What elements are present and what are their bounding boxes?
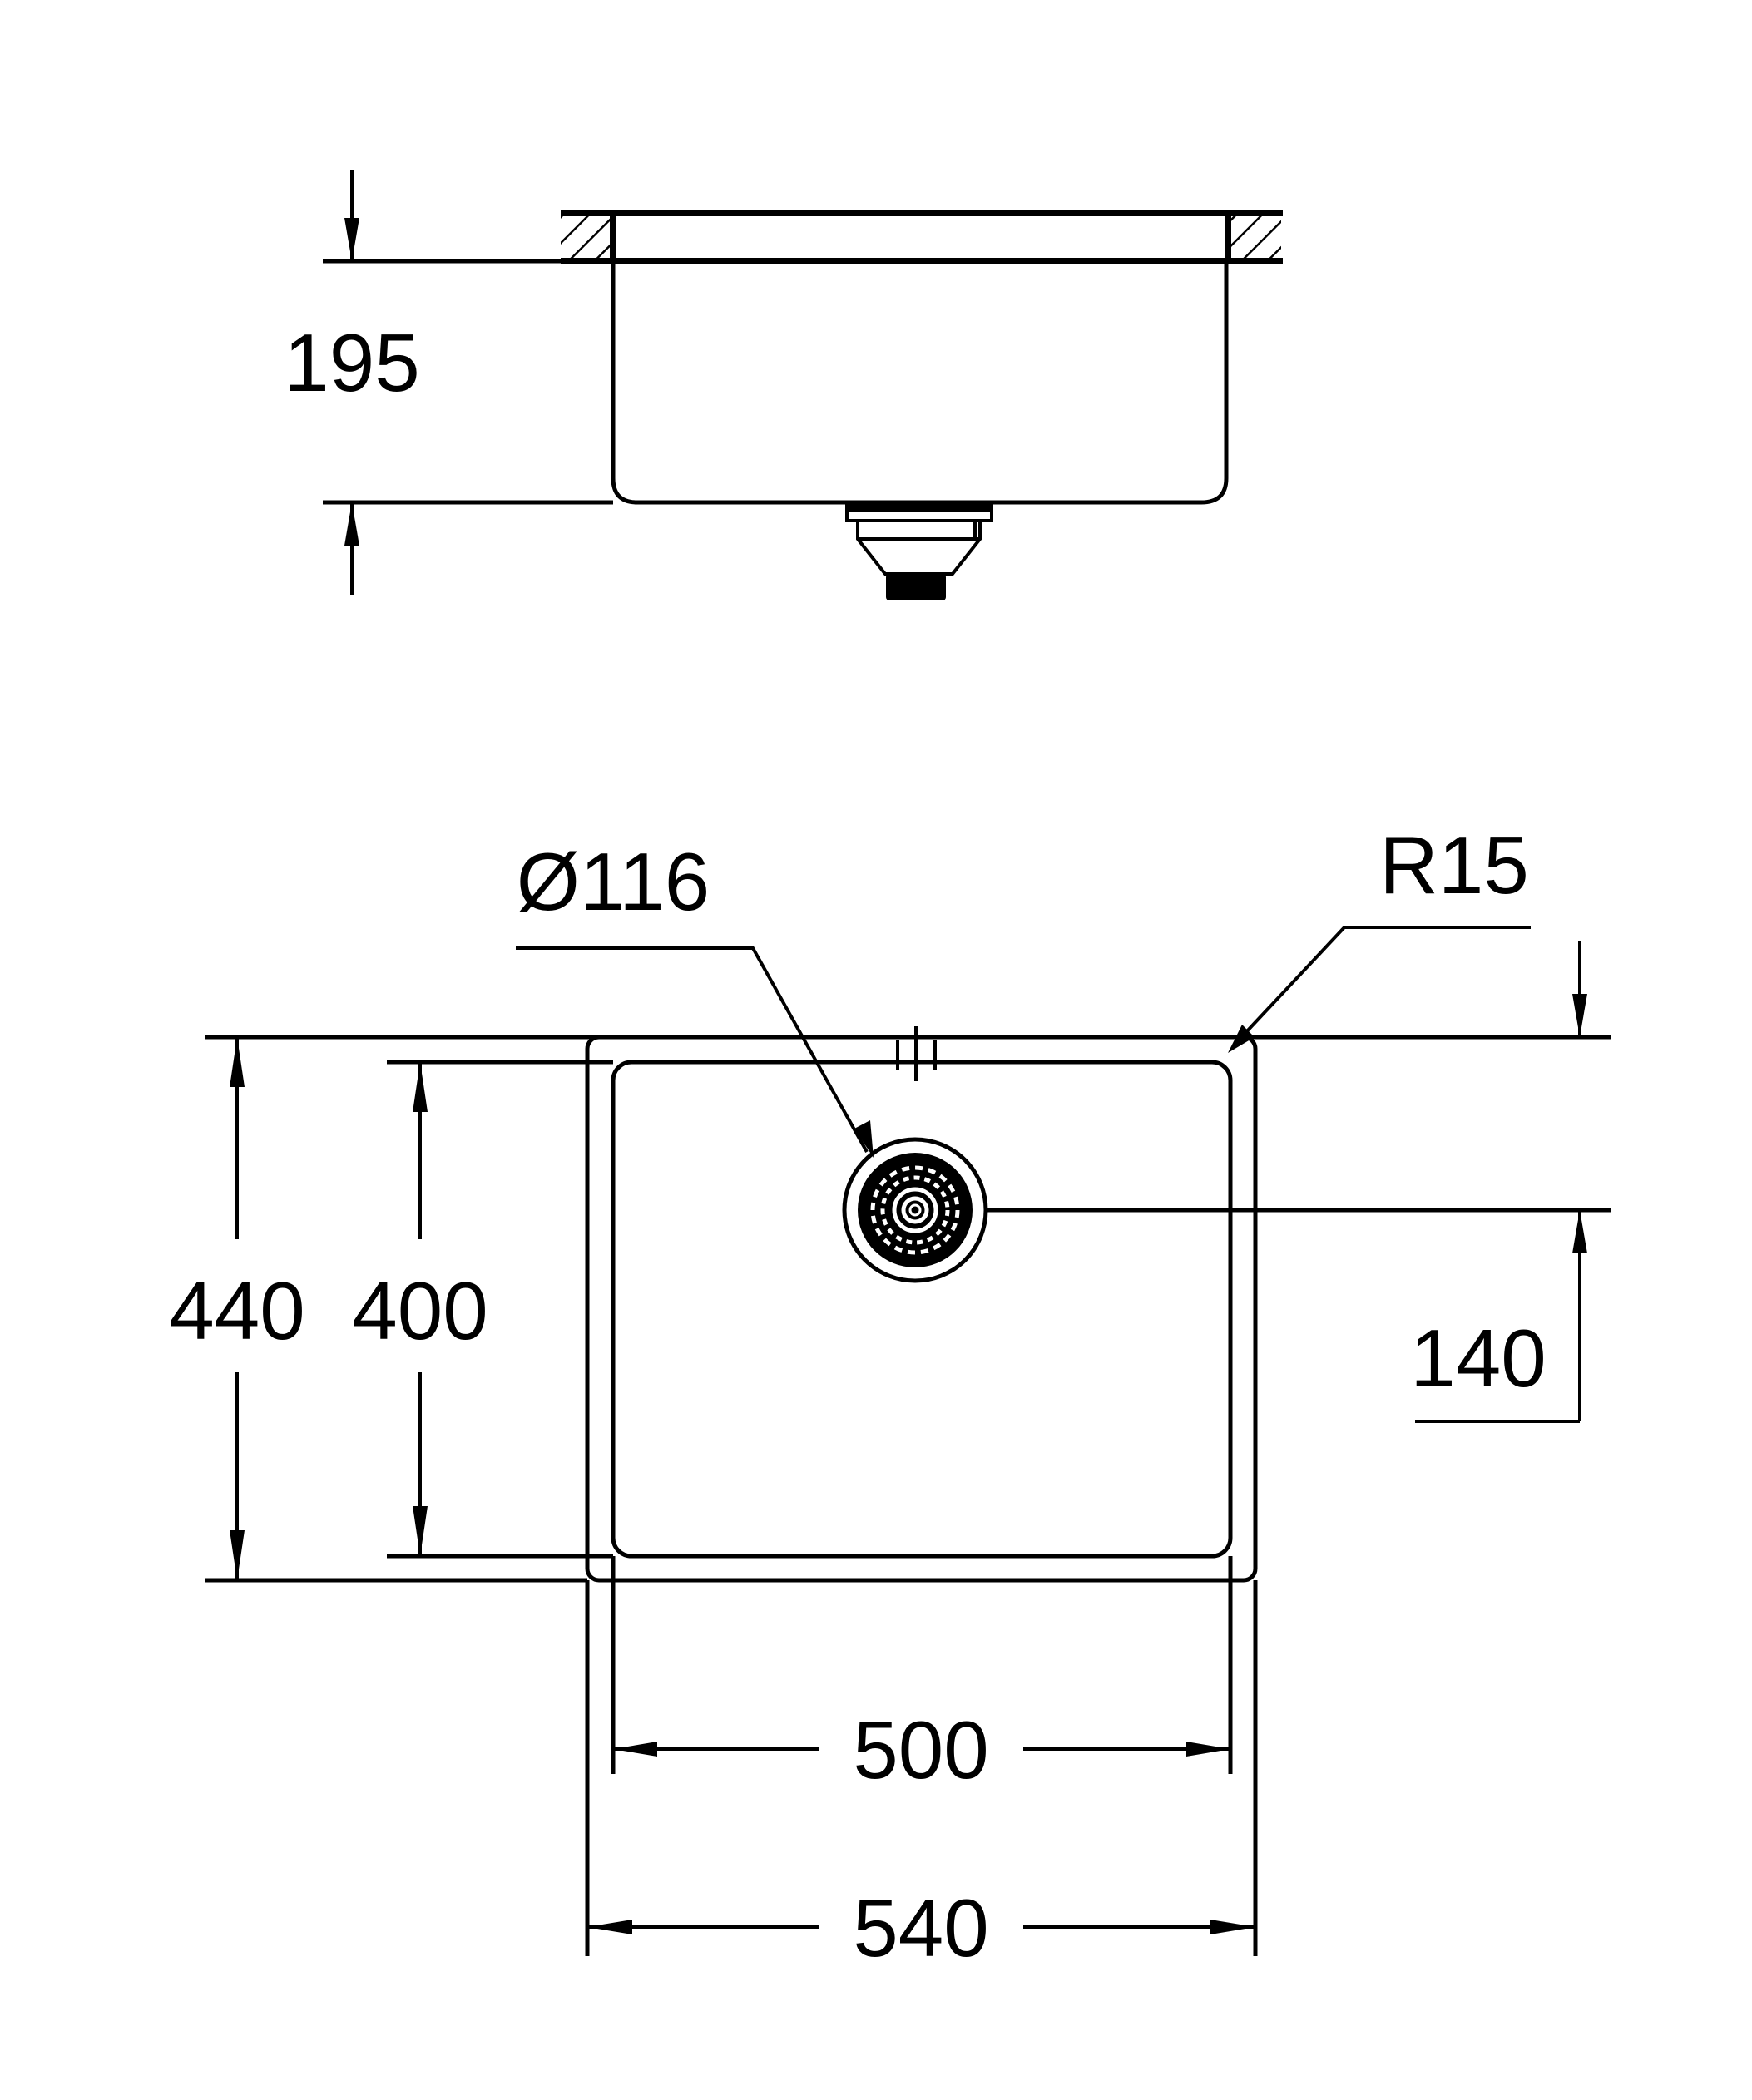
drain-diameter-leader: [516, 946, 869, 1153]
sink-bowl-profile: [611, 261, 1229, 505]
drain-diameter-label: Ø116: [517, 836, 710, 927]
sink-outer-rim: [585, 1035, 1258, 1583]
inner-depth-label: 400: [352, 1265, 488, 1356]
outer-width-label: 540: [853, 1882, 989, 1974]
depth-dimension-label: 195: [284, 317, 420, 408]
countertop-left-section: [561, 213, 613, 261]
drain-fitting-icon: [845, 502, 993, 600]
top-view: Ø116 R15 140 440 400 500: [169, 819, 1611, 1974]
drain-offset-label: 140: [1410, 1312, 1547, 1404]
corner-radius-leader: [1231, 926, 1531, 1048]
corner-radius-label: R15: [1379, 819, 1529, 911]
drain-strainer-icon: [842, 1137, 988, 1283]
side-view: 195: [284, 170, 1283, 600]
outer-depth-label: 440: [169, 1265, 305, 1356]
inner-width-label: 500: [853, 1704, 989, 1796]
sink-inner-bowl: [611, 1060, 1233, 1559]
countertop-right-section: [1228, 213, 1281, 261]
